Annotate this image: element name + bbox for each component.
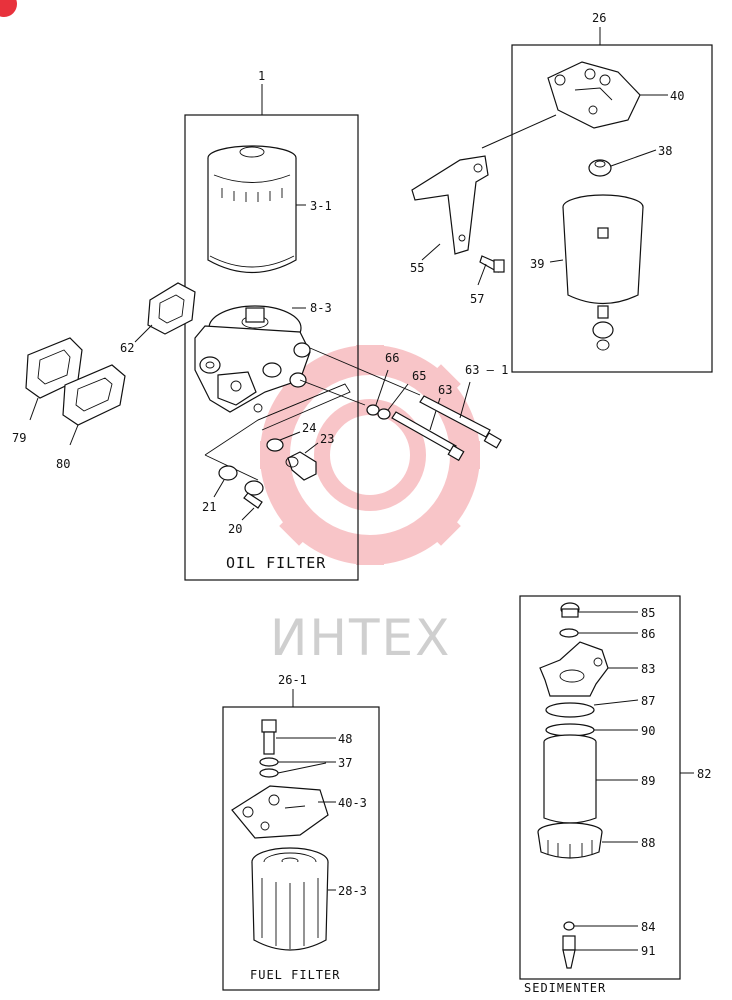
callout-3-1: 3-1 xyxy=(310,199,332,213)
fuel-filter-26-1-ref-label: 26-1 xyxy=(278,673,307,687)
oil-filter-cartridge-part xyxy=(207,145,297,274)
gasket-90-part xyxy=(545,723,595,737)
callout-80: 80 xyxy=(56,457,70,471)
filter-head-40-3-part xyxy=(231,785,329,839)
ring-nut-88-part xyxy=(537,822,603,859)
callout-40-3: 40-3 xyxy=(338,796,367,810)
gasket-79-part xyxy=(25,337,83,399)
washers-37-part xyxy=(259,757,279,778)
watermark-text: ИНТЕХ xyxy=(270,609,451,667)
bracket-55-part xyxy=(411,155,489,255)
sedimenter-frame xyxy=(519,595,681,980)
callout-91: 91 xyxy=(641,944,655,958)
o-ring-21-part xyxy=(218,465,238,481)
bolt-57-part xyxy=(479,255,505,273)
filter-bowl-39-part xyxy=(562,194,644,351)
callout-23: 23 xyxy=(320,432,334,446)
fuel-filter-26-1-frame xyxy=(222,706,380,991)
callout-79: 79 xyxy=(12,431,26,445)
bolt-48-part xyxy=(261,719,277,755)
fuel-filter-26-ref-label: 26 xyxy=(592,11,606,25)
callout-87: 87 xyxy=(641,694,655,708)
callout-90: 90 xyxy=(641,724,655,738)
callout-63-1: 63 — 1 xyxy=(465,363,508,377)
plug-23-part xyxy=(285,451,317,481)
oil-filter-caption: OIL FILTER xyxy=(226,554,326,572)
callout-66: 66 xyxy=(385,351,399,365)
oil-filter-frame xyxy=(184,114,359,581)
fuel-filter-26-frame xyxy=(511,44,713,373)
sedimenter-caption: SEDIMENTER xyxy=(524,981,606,995)
callout-48: 48 xyxy=(338,732,352,746)
callout-85: 85 xyxy=(641,606,655,620)
callout-65: 65 xyxy=(412,369,426,383)
sedimenter-head-83-part xyxy=(539,641,609,697)
callout-83: 83 xyxy=(641,662,655,676)
callout-55: 55 xyxy=(410,261,424,275)
callout-88: 88 xyxy=(641,836,655,850)
drain-plug-91-part xyxy=(562,935,576,969)
cap-85-part xyxy=(560,602,580,618)
fuel-filter-caption: FUEL FILTER xyxy=(250,968,340,982)
gasket-62-part xyxy=(147,282,196,335)
ring-87-part xyxy=(545,702,595,718)
o-ring-84-part xyxy=(563,921,575,931)
filter-head-40-part xyxy=(547,61,641,129)
brand-corner-badge xyxy=(0,0,17,17)
sedimenter-panel: 82 85 86 83 87 90 xyxy=(519,595,711,995)
sedimenter-ref-label: 82 xyxy=(697,767,711,781)
callout-28-3: 28-3 xyxy=(338,884,367,898)
washer-65-part xyxy=(377,408,391,420)
callout-39: 39 xyxy=(530,257,544,271)
callout-21: 21 xyxy=(202,500,216,514)
fuel-filter-26-1-panel: 26-1 48 37 40-3 xyxy=(222,673,380,991)
callout-24: 24 xyxy=(302,421,316,435)
oil-filter-ref-label: 1 xyxy=(258,69,265,83)
fuel-cartridge-28-3-part xyxy=(251,847,329,951)
washer-66-part xyxy=(366,404,380,416)
gasket-80-part xyxy=(62,364,126,426)
bolt-63-part xyxy=(391,411,465,462)
callout-20: 20 xyxy=(228,522,242,536)
callout-84: 84 xyxy=(641,920,655,934)
fuel-filter-26-panel: 26 40 38 39 xyxy=(511,11,713,373)
cap-38-part xyxy=(588,159,612,177)
callout-57: 57 xyxy=(470,292,484,306)
callout-62: 62 xyxy=(120,341,134,355)
callout-86: 86 xyxy=(641,627,655,641)
callout-63: 63 xyxy=(438,383,452,397)
callout-38: 38 xyxy=(658,144,672,158)
oil-filter-panel: 1 3-1 8-3 xyxy=(184,69,359,581)
oil-filter-head-part xyxy=(194,305,311,413)
washer-86-part xyxy=(559,628,579,638)
callout-8-3: 8-3 xyxy=(310,301,332,315)
callout-37: 37 xyxy=(338,756,352,770)
o-ring-24-part xyxy=(266,438,284,452)
callout-40: 40 xyxy=(670,89,684,103)
callout-89: 89 xyxy=(641,774,655,788)
plug-20-part xyxy=(243,480,264,509)
bolt-63-1-part xyxy=(419,395,502,449)
bowl-89-part xyxy=(543,734,597,824)
